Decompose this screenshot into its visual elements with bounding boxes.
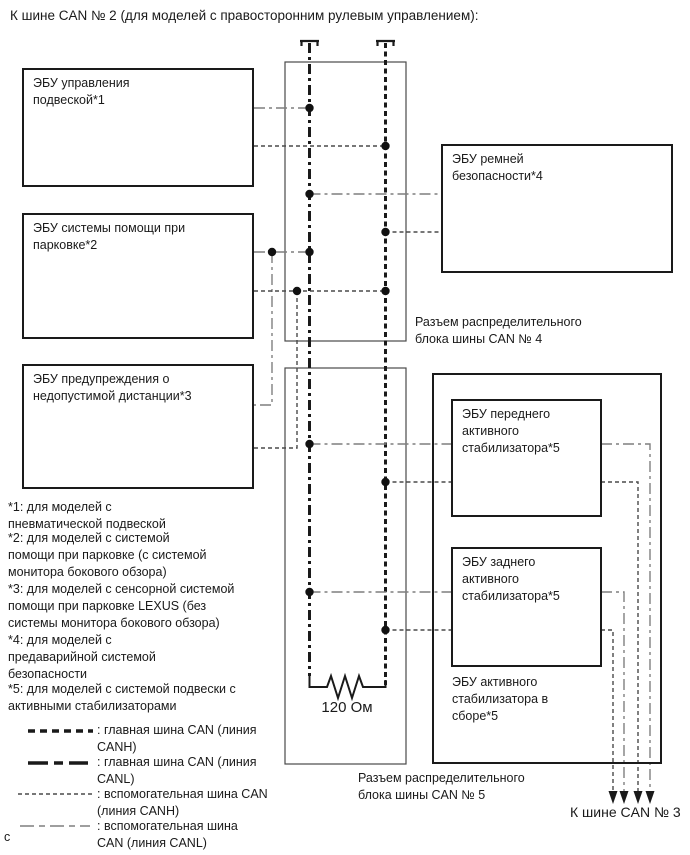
conn-distance-canl [254,252,273,406]
can3-arrows [608,791,655,804]
ecu-suspension-label: ЭБУ управления подвеской*1 [33,76,130,107]
junction-block-can5-label: Разъем распределительного блока шины CAN… [358,771,525,802]
ecu-distance-warning-label: ЭБУ предупреждения о недопустимой дистан… [33,372,192,403]
ecu-rear-stabilizer-box: ЭБУ заднего активного стабилизатора*5 [451,547,602,667]
junction-dot [381,227,390,237]
junction-block-can4-label: Разъем распределительного блока шины CAN… [415,315,582,346]
out-rear-stabilizer-canl [601,591,625,791]
canh-bus-top-tick-icon [376,39,395,46]
ecu-seatbelt-label: ЭБУ ремней безопасности*4 [452,152,543,183]
footnote-5: *5: для моделей с системой подвески с ак… [8,682,236,713]
resistor-value-label: 120 Ом [321,699,373,716]
footnote-4: *4: для моделей с предаварийной системой… [8,633,156,681]
ecu-front-stabilizer-box: ЭБУ переднего активного стабилизатора*5 [451,399,602,517]
ecu-rear-stabilizer-label: ЭБУ заднего активного стабилизатора*5 [462,555,560,603]
ecu-stabilizer-assembly-label: ЭБУ активного стабилизатора в сборе*5 [452,675,549,723]
footnote-1: *1: для моделей с пневматической подвеск… [8,500,166,531]
ecu-parking-assist-box: ЭБУ системы помощи при парковке*2 [22,213,254,339]
conn-distance-canh [254,291,298,449]
out-front-stabilizer-canl [601,443,651,791]
canl-bus-top-tick-icon [300,39,319,46]
junction-dots [267,103,390,635]
junction-dot [381,625,390,635]
junction-block-can5-outline [284,367,407,765]
ecu-seatbelt-box: ЭБУ ремней безопасности*4 [441,144,673,273]
junction-dot [381,141,390,151]
legend-main-canl-label: : главная шина CAN (линия CANL) [97,755,257,786]
down-arrow-icon [608,791,618,804]
down-arrow-icon [619,791,629,804]
junction-dot [381,286,390,296]
to-can3-label: К шине CAN № 3 [570,804,681,820]
ecu-distance-warning-box: ЭБУ предупреждения о недопустимой дистан… [22,364,254,489]
ecu-parking-assist-label: ЭБУ системы помощи при парковке*2 [33,221,186,252]
junction-dot [305,439,314,449]
out-rear-stabilizer-canh [601,629,614,791]
junction-dot [267,247,277,257]
footnote-3: *3: для моделей с сенсорной системой пом… [8,582,235,630]
ecu-front-stabilizer-label: ЭБУ переднего активного стабилизатора*5 [462,407,560,455]
junction-dot [305,247,314,257]
junction-block-can4-outline [284,61,407,342]
junction-dot [305,189,314,199]
resistor-symbol [308,672,387,702]
footnote-2: *2: для моделей с системой помощи при па… [8,531,207,579]
legend-main-canh-label: : главная шина CAN (линия CANH) [97,723,257,754]
down-arrow-icon [633,791,643,804]
out-front-stabilizer-canh [601,481,639,791]
page-title: К шине CAN № 2 (для моделей с правосторо… [10,8,479,23]
corner-mark: с [4,830,11,844]
junction-dot [292,286,302,296]
junction-dot [305,103,314,113]
junction-dot [381,477,390,487]
down-arrow-icon [645,791,655,804]
ecu-stabilizer-assembly-box [432,373,662,764]
legend-aux-canh-label: : вспомогательная шина CAN (линия CANH) [97,787,268,818]
ecu-suspension-box: ЭБУ управления подвеской*1 [22,68,254,187]
legend-aux-canl-label: : вспомогательная шина CAN (линия CANL) [97,819,238,850]
junction-dot [305,587,314,597]
